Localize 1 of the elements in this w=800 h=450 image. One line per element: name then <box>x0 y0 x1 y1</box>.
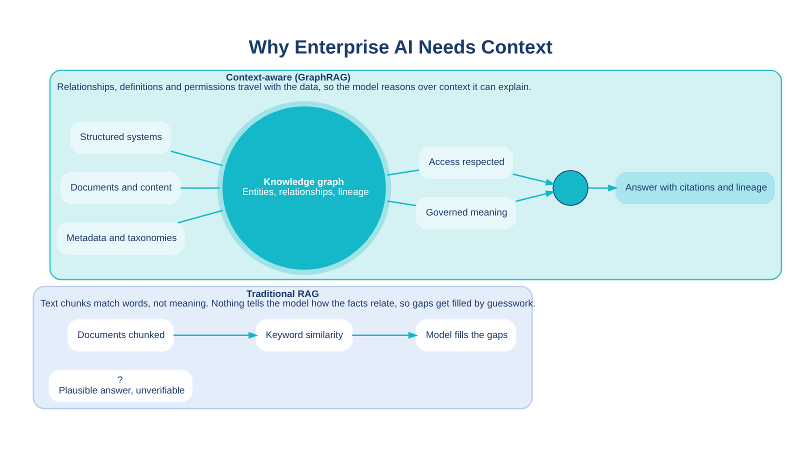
diagram-title: Why Enterprise AI Needs Context <box>248 36 553 58</box>
